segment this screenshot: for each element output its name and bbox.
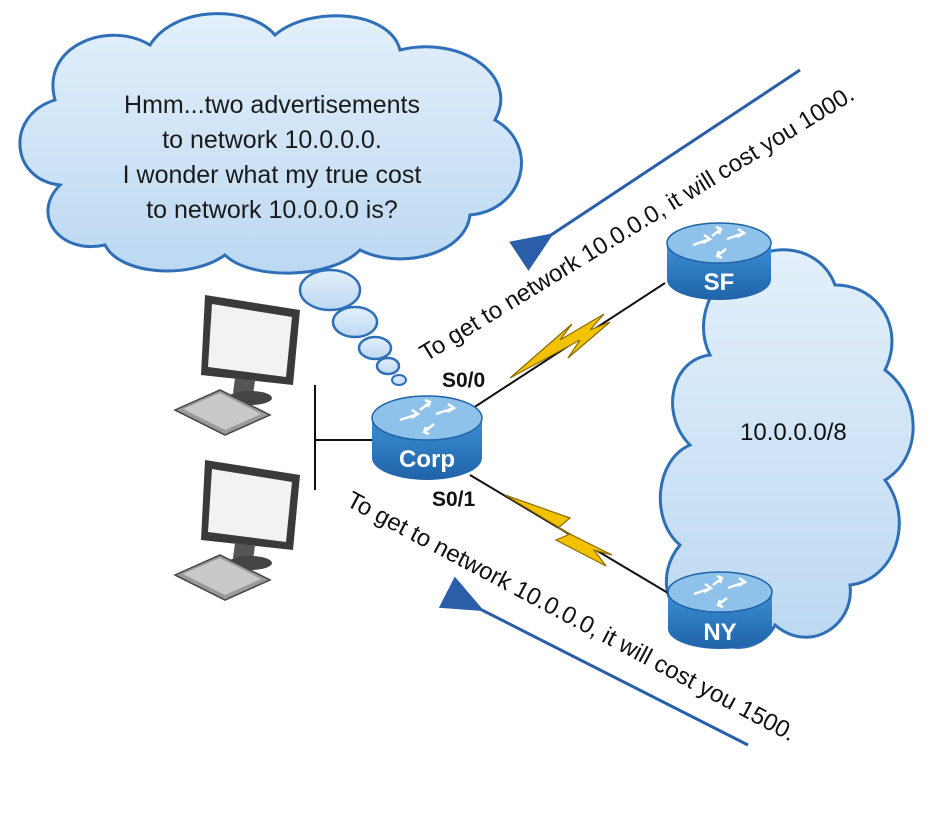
thought-line-4: to network 10.0.0.0 is? [146, 196, 398, 224]
network-label: 10.0.0.0/8 [740, 419, 847, 446]
serial-link-sf [469, 282, 666, 411]
advertisement-arrow-sf [509, 68, 801, 271]
lan-connection [314, 385, 375, 490]
router-corp: Corp [371, 395, 483, 480]
thought-cloud: Hmm...two advertisements to network 10.0… [18, 12, 523, 386]
computer-icon [173, 295, 300, 436]
router-ny-label: NY [703, 619, 736, 646]
router-ny: NY [667, 571, 773, 649]
thought-line-1: Hmm...two advertisements [124, 91, 420, 119]
thought-bubble-dot [298, 268, 362, 312]
thought-bubble-dot [375, 356, 401, 376]
thought-bubble-dot [331, 305, 379, 339]
interface-s0-0-label: S0/0 [442, 369, 485, 392]
thought-bubble-dot [391, 374, 407, 386]
interface-s0-1-label: S0/1 [432, 488, 476, 511]
thought-line-2: to network 10.0.0.0. [162, 126, 382, 154]
router-sf-label: SF [704, 269, 735, 296]
network-cloud: 10.0.0.0/8 [658, 248, 915, 649]
advertisement-arrow-ny [438, 576, 749, 747]
router-arrows-icon [399, 398, 457, 436]
router-arrows-icon [693, 574, 748, 609]
router-corp-label: Corp [399, 446, 455, 473]
router-sf: SF [666, 222, 772, 300]
serial-link-ny [469, 474, 669, 594]
computer-icon [173, 460, 300, 601]
router-arrows-icon [692, 225, 747, 260]
thought-bubble-dot [357, 335, 393, 361]
thought-line-3: I wonder what my true cost [123, 161, 422, 189]
